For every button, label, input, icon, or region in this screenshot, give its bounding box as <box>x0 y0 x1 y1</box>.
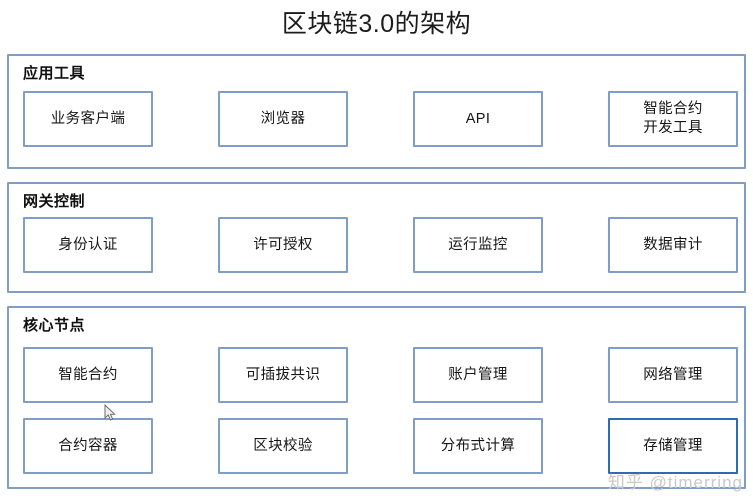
node-smart-contract[interactable]: 智能合约 <box>23 347 153 403</box>
node-row: 智能合约 可插拔共识 账户管理 网络管理 <box>9 347 744 403</box>
node-network-management[interactable]: 网络管理 <box>608 347 738 403</box>
node-row: 业务客户端 浏览器 API 智能合约 开发工具 <box>9 91 744 147</box>
node-permission-authorization[interactable]: 许可授权 <box>218 217 348 273</box>
node-row: 合约容器 区块校验 分布式计算 存储管理 <box>9 418 744 474</box>
node-block-verification[interactable]: 区块校验 <box>218 418 348 474</box>
layer-gateway-control: 网关控制 身份认证 许可授权 运行监控 数据审计 <box>7 182 746 293</box>
node-distributed-computing[interactable]: 分布式计算 <box>413 418 543 474</box>
node-row: 身份认证 许可授权 运行监控 数据审计 <box>9 217 744 273</box>
layer-label-core-node: 核心节点 <box>23 317 86 334</box>
node-storage-management[interactable]: 存储管理 <box>608 418 738 474</box>
node-business-client[interactable]: 业务客户端 <box>23 91 153 147</box>
node-smart-contract-dev-tools[interactable]: 智能合约 开发工具 <box>608 91 738 147</box>
page-title: 区块链3.0的架构 <box>281 10 472 38</box>
node-api[interactable]: API <box>413 91 543 147</box>
node-runtime-monitoring[interactable]: 运行监控 <box>413 217 543 273</box>
node-browser[interactable]: 浏览器 <box>218 91 348 147</box>
layer-label-gateway-control: 网关控制 <box>23 193 86 210</box>
layer-application-tools: 应用工具 业务客户端 浏览器 API 智能合约 开发工具 <box>7 54 746 169</box>
layer-label-application-tools: 应用工具 <box>23 65 86 82</box>
node-identity-authentication[interactable]: 身份认证 <box>23 217 153 273</box>
node-pluggable-consensus[interactable]: 可插拔共识 <box>218 347 348 403</box>
layer-core-node: 核心节点 智能合约 可插拔共识 账户管理 网络管理 合约容器 区块校验 分布式计… <box>7 306 746 489</box>
node-contract-container[interactable]: 合约容器 <box>23 418 153 474</box>
node-data-audit[interactable]: 数据审计 <box>608 217 738 273</box>
node-account-management[interactable]: 账户管理 <box>413 347 543 403</box>
